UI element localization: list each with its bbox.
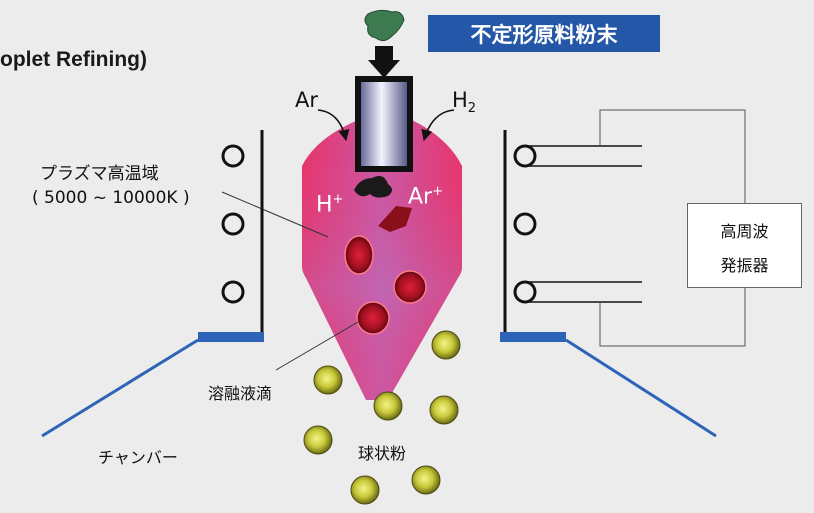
powder-clump xyxy=(354,176,392,198)
plasma-region-label-line2: ( 5000 ~ 10000K ) xyxy=(32,188,190,208)
rf-generator-box: 高周波 発振器 xyxy=(687,203,802,288)
left-coil xyxy=(221,130,264,336)
chamber-wall-left xyxy=(41,332,264,438)
raw-powder-banner: 不定形原料粉末 xyxy=(428,15,660,52)
h-ion-label: H+ xyxy=(316,192,344,218)
feed-arrow xyxy=(368,46,400,78)
molten-droplet xyxy=(393,270,427,304)
molten-droplets xyxy=(344,235,427,335)
molten-droplets-label: 溶融液滴 xyxy=(208,384,273,403)
h2-inlet-arrow xyxy=(421,109,455,142)
plasma-region-label: プラズマ高温域 ( 5000 ~ 10000K ) xyxy=(32,162,190,210)
spherical-powder-label: 球状粉 xyxy=(358,444,407,463)
molten-droplet xyxy=(344,235,374,275)
ar-gas-label: Ar xyxy=(295,88,318,112)
chamber-label: チャンバー xyxy=(98,448,178,467)
powder-sphere xyxy=(373,391,403,421)
rf-generator-label-line1: 高周波 xyxy=(720,222,769,241)
powder-sphere xyxy=(411,465,441,495)
powder-sphere xyxy=(303,425,333,455)
right-coil xyxy=(503,130,642,336)
torch-tube xyxy=(355,76,413,172)
rf-generator-label-line2: 発振器 xyxy=(720,256,769,275)
plasma-region-pointer xyxy=(221,191,329,238)
molten-droplet xyxy=(356,301,390,335)
powder-sphere xyxy=(350,475,380,505)
powder-sphere xyxy=(313,365,343,395)
chamber-wall-right xyxy=(500,332,717,438)
spherical-powder xyxy=(303,330,461,505)
melting-fragment xyxy=(378,206,412,232)
powder-sphere xyxy=(429,395,459,425)
page-title: oplet Refining) xyxy=(0,48,147,71)
droplet-pointer xyxy=(275,321,359,371)
plasma-region-label-line1: プラズマ高温域 xyxy=(40,164,159,184)
h2-subscript: 2 xyxy=(467,101,477,117)
ar-ion-label: Ar+ xyxy=(408,184,444,210)
generator-wiring xyxy=(599,109,746,347)
h2-gas-label: H2 xyxy=(452,88,477,117)
powder-sphere xyxy=(431,330,461,360)
ar-inlet-arrow xyxy=(317,109,350,142)
raw-powder-particle xyxy=(364,9,405,42)
